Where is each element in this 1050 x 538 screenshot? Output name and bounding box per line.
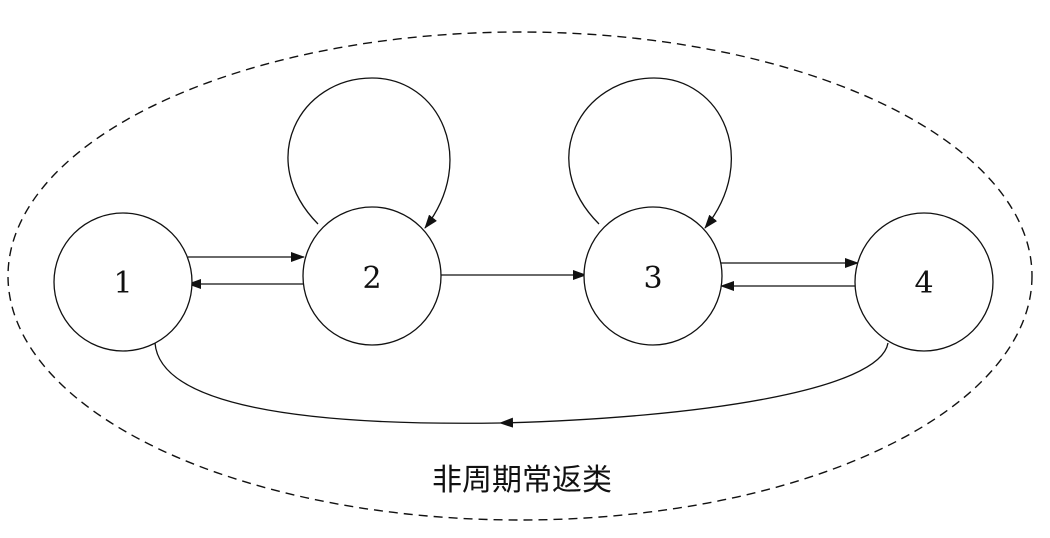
state-node-2: 2 — [302, 206, 442, 346]
class-label: 非周期常返类 — [432, 463, 612, 498]
edge-2-2 — [287, 77, 451, 229]
state-label-2: 2 — [362, 261, 381, 296]
state-label-4: 4 — [914, 266, 933, 301]
state-node-3: 3 — [583, 206, 723, 346]
state-node-1: 1 — [53, 212, 193, 352]
state-node-4: 4 — [854, 212, 994, 352]
edge-4-1 — [499, 342, 889, 428]
state-label-3: 3 — [643, 261, 662, 296]
state-label-1: 1 — [113, 266, 132, 301]
edge-3-3 — [568, 77, 732, 229]
edge-4-1-tail — [154, 342, 501, 424]
class-boundary — [7, 31, 1033, 521]
